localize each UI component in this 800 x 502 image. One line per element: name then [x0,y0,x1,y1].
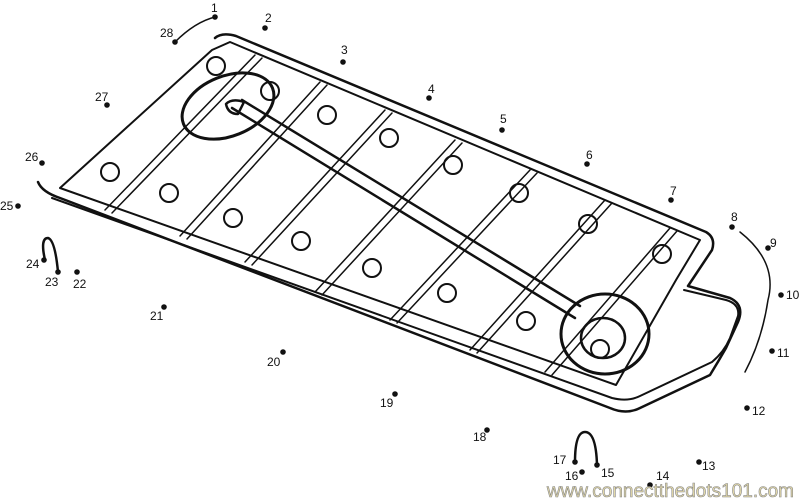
dot-5[interactable] [499,127,505,133]
dot-label-23: 23 [45,275,59,289]
dot-10[interactable] [778,292,784,298]
mallet-head-right [559,292,651,376]
dot-label-14: 14 [656,469,670,483]
dot-label-8: 8 [731,210,738,224]
dot-label-22: 22 [73,277,87,291]
dot-label-7: 7 [670,184,677,198]
dot-28[interactable] [172,39,178,45]
dot-label-10: 10 [786,288,800,302]
dot-26[interactable] [39,160,45,166]
dot-25[interactable] [15,203,21,209]
dot-24[interactable] [41,257,47,263]
dot-label-13: 13 [702,459,716,473]
dot-19[interactable] [392,391,398,397]
dot-label-4: 4 [428,82,435,96]
dot-23[interactable] [55,269,61,275]
dot-label-9: 9 [770,236,777,250]
dot-label-18: 18 [473,430,487,444]
dot-4[interactable] [426,95,432,101]
dot-12[interactable] [744,405,750,411]
mallet-head-left [180,71,276,141]
dot-7[interactable] [668,197,674,203]
frame-outline [36,33,742,413]
dot-label-15: 15 [601,466,615,480]
dot-label-21: 21 [150,309,164,323]
dot-label-19: 19 [380,396,394,410]
dot-8[interactable] [729,224,735,230]
dot-layer: 1234567891011121314151617181920212223242… [0,1,800,488]
dot-22[interactable] [74,269,80,275]
dot-27[interactable] [104,102,110,108]
dot-label-25: 25 [0,199,14,213]
dot-label-5: 5 [500,112,507,126]
dot-label-24: 24 [26,257,40,271]
dot-16[interactable] [579,469,585,475]
dot-3[interactable] [340,59,346,65]
dot-label-12: 12 [752,404,766,418]
dot-label-11: 11 [777,346,790,360]
dot-label-3: 3 [341,43,348,57]
dot-label-17: 17 [553,453,567,467]
dot-2[interactable] [262,25,268,31]
dot-11[interactable] [769,348,775,354]
dot-20[interactable] [280,349,286,355]
dot-18[interactable] [484,427,490,433]
dot-6[interactable] [584,161,590,167]
mallet-handle [230,98,582,320]
dot-label-20: 20 [267,355,281,369]
dot-15[interactable] [594,462,600,468]
dot-13[interactable] [696,459,702,465]
dot-label-2: 2 [265,11,272,25]
dot-label-1: 1 [211,1,218,15]
dot-9[interactable] [765,245,771,251]
dot-label-16: 16 [565,469,579,483]
frame-inner [59,41,701,386]
dot-14[interactable] [647,482,653,488]
dot-21[interactable] [161,304,167,310]
dot-label-6: 6 [586,148,593,162]
dot-label-26: 26 [25,150,39,164]
dot-1[interactable] [212,14,218,20]
dot-17[interactable] [572,459,578,465]
dot-label-28: 28 [160,26,174,40]
dot-label-27: 27 [95,90,109,104]
watermark[interactable]: www.connectthedots101.com [546,481,795,502]
